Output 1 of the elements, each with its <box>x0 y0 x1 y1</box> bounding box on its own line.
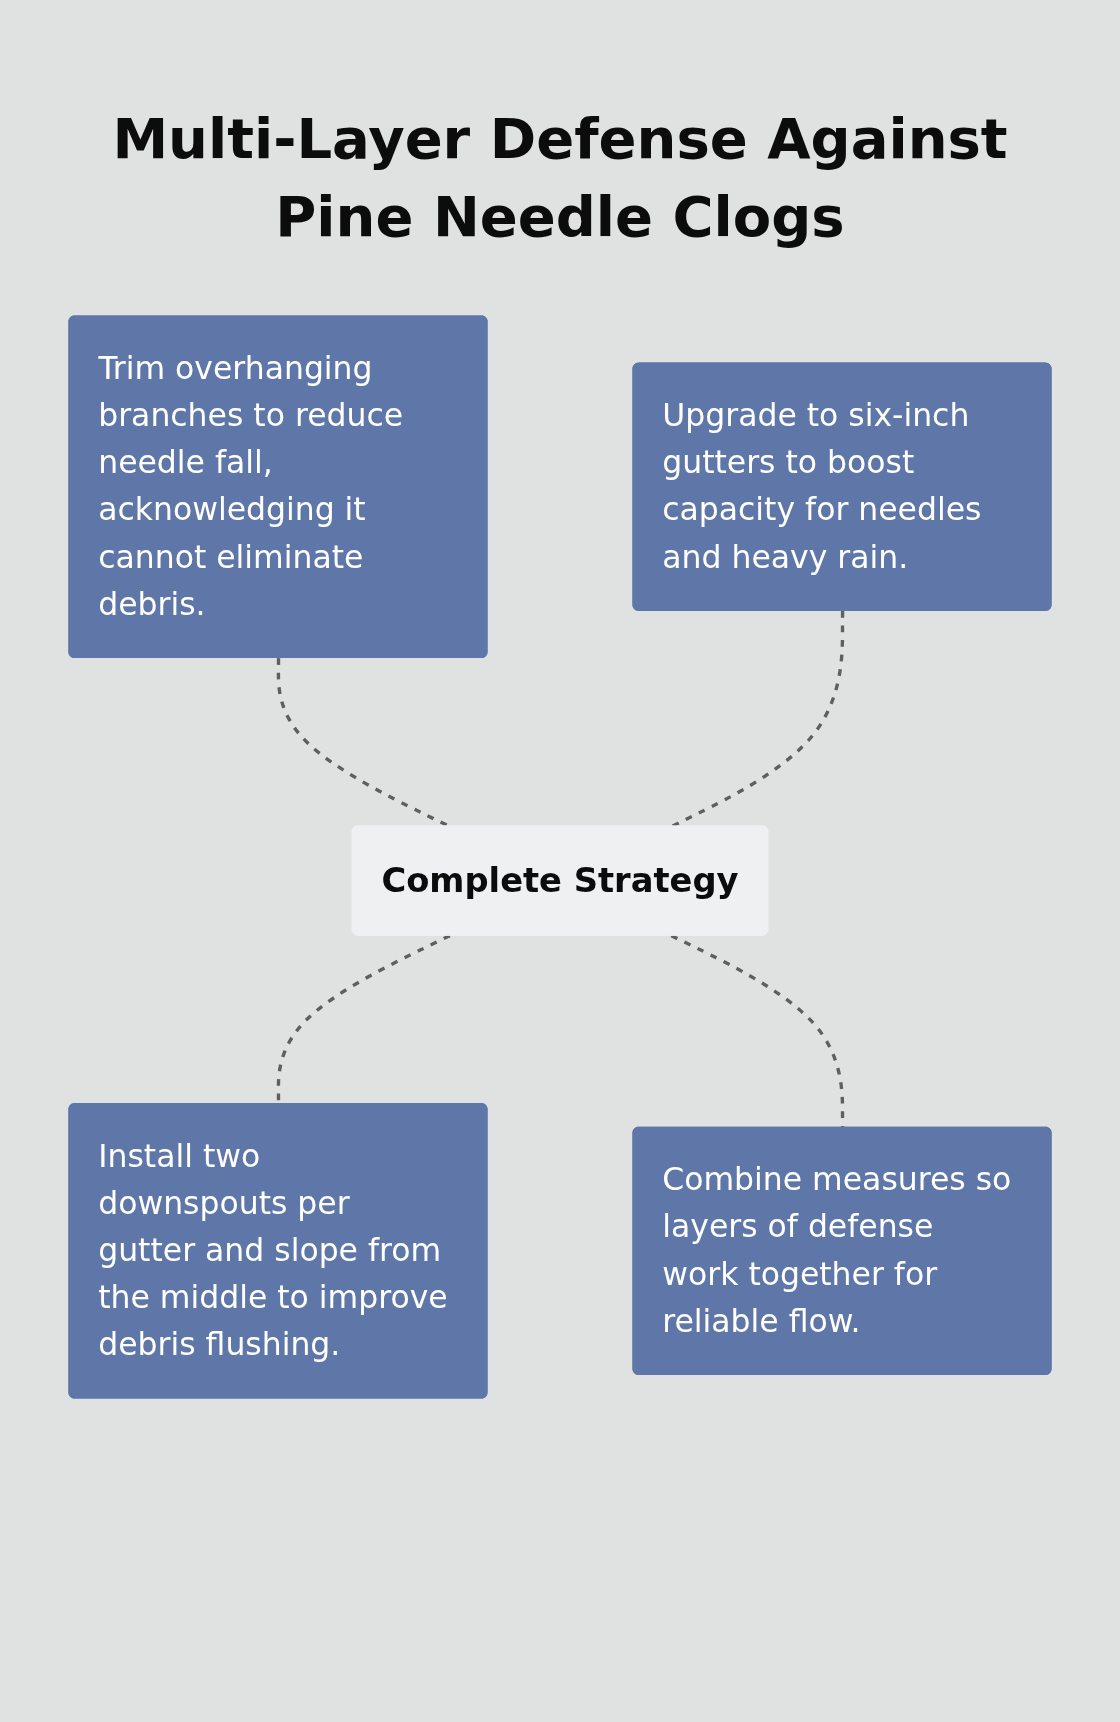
diagram-title: Multi-Layer Defense Against Pine Needle Clogs <box>111 105 1009 252</box>
